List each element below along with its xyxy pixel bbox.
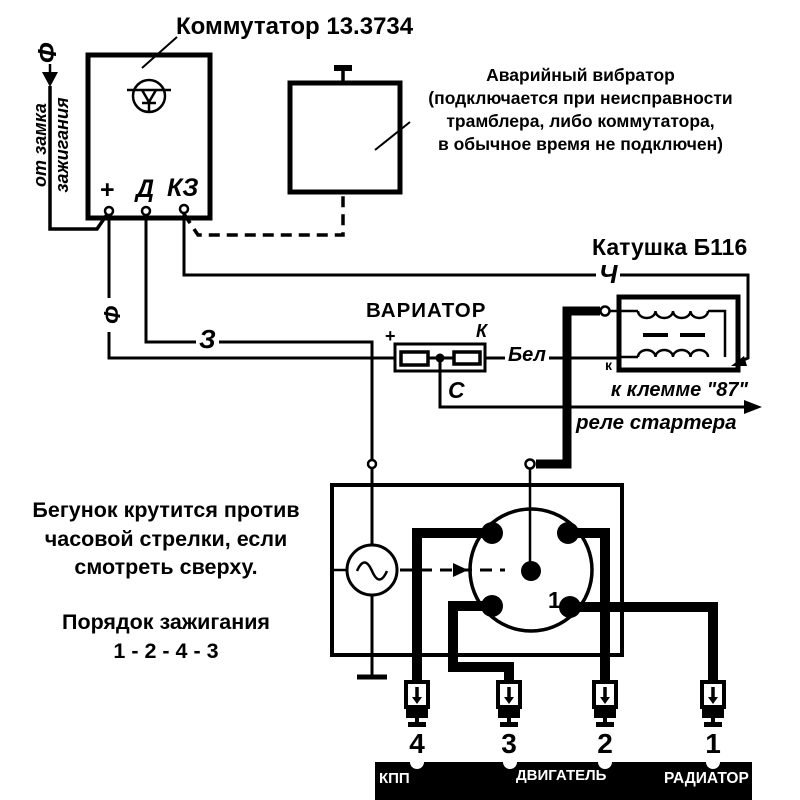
variator-k-label: К: [476, 321, 488, 341]
spark-plug-icon: [404, 680, 430, 727]
wire-s-label: С: [448, 377, 465, 403]
vibrator-note: Аварийный вибратор (подключается при неи…: [428, 65, 733, 154]
engine-bar-engine-label: ДВИГАТЕЛЬ: [516, 767, 607, 784]
resistor-icon: [452, 350, 482, 366]
plus-variator-wire: [107, 215, 395, 360]
terminal-d-label: Д: [136, 175, 155, 203]
sine-icon: [355, 561, 389, 581]
vibrator-callout-line: [374, 121, 411, 151]
commutator-box: [85, 52, 213, 221]
terminal-plus-label: +: [100, 176, 115, 204]
rotor-arrow-icon: [453, 563, 468, 577]
resistor-icon: [399, 350, 430, 367]
coil-hv-terminal: [599, 305, 611, 317]
spark-plug-wires: [412, 528, 718, 682]
hv-connector: [524, 458, 536, 470]
vibrator-dashed-wire: [182, 192, 345, 237]
coil-title: Катушка Б116: [592, 234, 748, 260]
coil-primary-winding-icon: [636, 348, 710, 358]
rotor-note: Бегунок крутится против часовой стрелки,…: [32, 498, 300, 579]
coil-box: [609, 294, 741, 373]
feed-phi-label: Ф: [32, 42, 62, 64]
variator-title: ВАРИАТОР: [366, 299, 487, 322]
relay-87-label: к клемме "87": [610, 379, 748, 401]
wire-bel-label: Бел: [505, 345, 549, 366]
plug-2-label: 2: [597, 728, 613, 759]
commutator-title: Коммутатор 13.3734: [176, 13, 414, 40]
wire-phi-label: Ф: [99, 298, 125, 332]
plug-4-label: 4: [409, 728, 425, 759]
terminal-kz-label: КЗ: [167, 174, 199, 202]
coil-k-terminal-label: к: [605, 357, 613, 373]
plug1-wire: [570, 602, 718, 682]
relay-starter-label: реле стартера: [576, 411, 737, 434]
commutator-callout-line: [141, 36, 178, 69]
distributor-box: [330, 483, 624, 657]
s-relay-wire: [438, 361, 746, 409]
feed-arrow-down-icon: [42, 72, 58, 87]
plug3-wire: [448, 601, 514, 682]
variator-plus-label: +: [385, 326, 396, 346]
engine-bar-radiator-label: РАДИАТОР: [664, 770, 749, 787]
plug-3-label: 3: [501, 728, 517, 759]
relay-arrow-icon: [744, 400, 762, 414]
spark-plug-icon: [592, 680, 618, 727]
kz-coil-wire: [182, 213, 750, 363]
commutator-terminals: [103, 203, 190, 217]
spark-plug-icon: [700, 680, 726, 727]
firing-order-title: Порядок зажигания: [62, 610, 270, 634]
wire-z-label: З: [196, 325, 219, 354]
engine-bar: [375, 755, 752, 800]
ignition-feed-wire: [48, 64, 110, 231]
cap-terminals: [481, 522, 581, 618]
distributor-terminal-1-label: 1: [548, 587, 561, 613]
spark-plug-icon: [496, 680, 522, 727]
ignition-lock-label: от замка зажигания: [30, 97, 72, 193]
variator-tap-junction: [435, 353, 445, 363]
cap-center-terminal: [521, 561, 541, 581]
sensor-wire-connector: [366, 458, 378, 470]
plug4-wire: [412, 528, 490, 682]
plug-1-label: 1: [705, 728, 721, 759]
wire-ch-label: Ч: [596, 260, 621, 289]
spark-plugs: [404, 680, 726, 727]
d-sensor-wire: [144, 215, 374, 460]
coil-secondary-winding-icon: [636, 310, 710, 320]
hv-cable: [536, 306, 600, 469]
engine-bar-kpp-label: КПП: [379, 770, 410, 787]
vibrator-box: [287, 65, 403, 195]
firing-order-value: 1 - 2 - 4 - 3: [113, 639, 219, 663]
